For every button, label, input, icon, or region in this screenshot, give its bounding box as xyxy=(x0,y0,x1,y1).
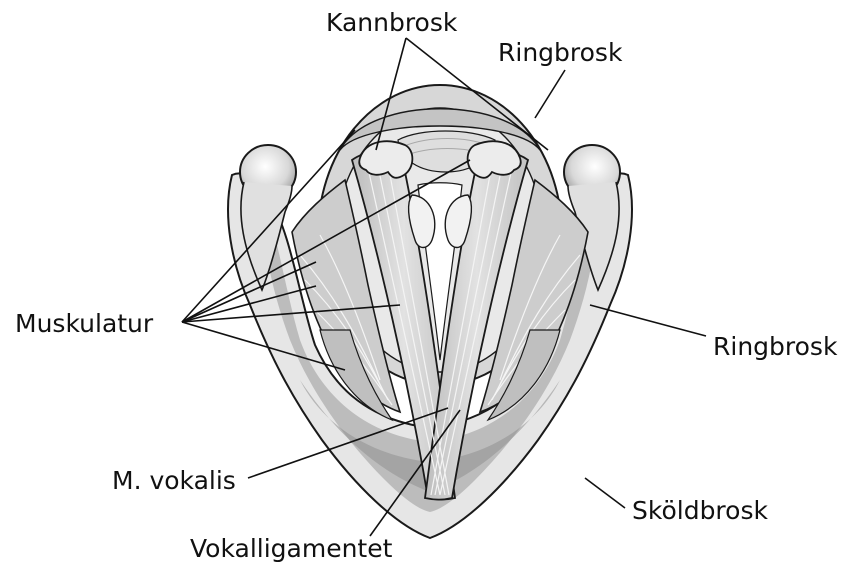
right-arytenoid xyxy=(468,141,521,178)
leader-ringbrosk-top xyxy=(535,70,565,118)
label-ringbrosk-right: Ringbrosk xyxy=(713,334,837,359)
label-ringbrosk-top: Ringbrosk xyxy=(498,40,622,65)
label-vokalligamentet: Vokalligamentet xyxy=(190,536,392,561)
label-m-vokalis: M. vokalis xyxy=(112,468,236,493)
leader-ringbrosk-right xyxy=(590,305,706,336)
leader-skoldbrosk xyxy=(585,478,625,508)
label-skoldbrosk: Sköldbrosk xyxy=(632,498,768,523)
left-arytenoid xyxy=(359,141,412,178)
label-kannbrosk: Kannbrosk xyxy=(326,10,457,35)
label-muskulatur: Muskulatur xyxy=(15,311,153,336)
